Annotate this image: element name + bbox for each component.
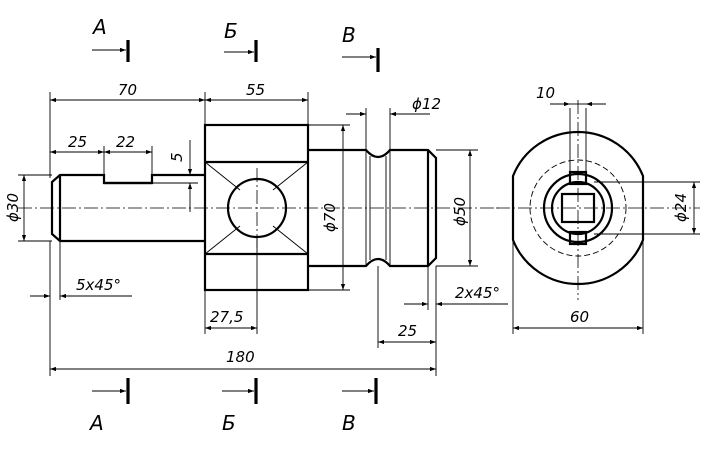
dim-phi50-label: ϕ50 xyxy=(451,197,469,226)
dim-10: 10 xyxy=(536,84,606,107)
dim-70-label: 70 xyxy=(118,81,137,99)
dim-27-5: 27,5 xyxy=(204,237,258,334)
section-marker-v-bottom: В xyxy=(342,378,378,435)
dim-phi70-label: ϕ70 xyxy=(321,203,339,232)
dim-5-label: 5 xyxy=(168,152,186,162)
dim-chamfer-right: 2x45° xyxy=(404,266,508,310)
dim-chamfer-left: 5x45° xyxy=(30,241,132,300)
dim-22: 22 xyxy=(104,133,153,175)
dim-phi30-label: ϕ30 xyxy=(4,193,22,222)
dim-55: 55 xyxy=(205,81,309,125)
dim-phi24: ϕ24 xyxy=(594,181,700,235)
dim-25-left-label: 25 xyxy=(68,133,87,151)
section-marker-v-top: В xyxy=(342,23,380,72)
dim-phi70: ϕ70 xyxy=(308,124,350,291)
dim-180-label: 180 xyxy=(226,348,255,366)
dim-180: 180 xyxy=(49,300,437,376)
dim-27-5-label: 27,5 xyxy=(210,308,243,326)
dim-60-label: 60 xyxy=(570,308,589,326)
dim-60: 60 xyxy=(512,240,644,334)
dim-25-right: 25 xyxy=(377,266,437,348)
section-label-v-top: В xyxy=(342,23,356,47)
dim-10-label: 10 xyxy=(536,84,555,102)
section-marker-a-bottom: А xyxy=(88,378,130,435)
dim-22-label: 22 xyxy=(116,133,135,151)
section-marker-b-top: Б xyxy=(224,19,258,62)
square-block xyxy=(203,123,310,292)
dim-55-label: 55 xyxy=(246,81,265,99)
section-label-a-top: А xyxy=(91,15,107,39)
dim-phi24-label: ϕ24 xyxy=(672,193,690,222)
dim-25-left: 25 xyxy=(50,133,105,183)
dim-phi30: ϕ30 xyxy=(4,174,52,242)
dim-phi50: ϕ50 xyxy=(436,149,478,267)
dim-chamfer-left-label: 5x45° xyxy=(76,276,121,294)
section-marker-b-bottom: Б xyxy=(222,378,258,435)
right-cylinder xyxy=(308,148,438,268)
section-marker-a-top: А xyxy=(91,15,130,62)
section-label-v-bottom: В xyxy=(342,411,356,435)
section-label-b-bottom: Б xyxy=(222,411,236,435)
section-label-a-bottom: А xyxy=(88,411,104,435)
dim-5: 5 xyxy=(152,140,198,212)
left-shaft xyxy=(50,173,205,243)
dim-phi12-label: ϕ12 xyxy=(412,95,441,113)
dim-25-right-label: 25 xyxy=(398,322,417,340)
dim-phi12: ϕ12 xyxy=(346,95,441,150)
dim-70: 70 xyxy=(49,81,206,178)
section-label-b-top: Б xyxy=(224,19,238,43)
dim-chamfer-right-label: 2x45° xyxy=(455,284,500,302)
end-view xyxy=(496,100,700,300)
